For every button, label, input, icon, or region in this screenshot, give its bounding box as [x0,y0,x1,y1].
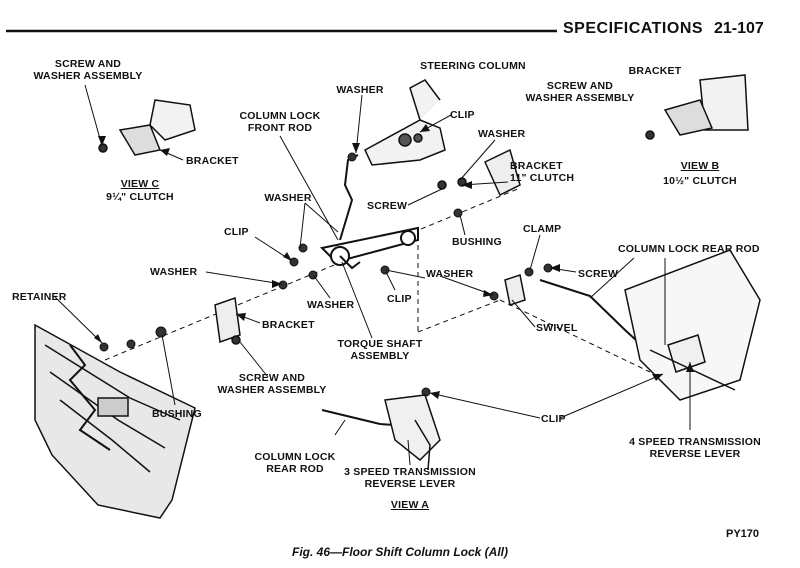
label-view-b-subtitle: 10½" CLUTCH [663,175,737,187]
label-swivel: SWIVEL [536,322,578,334]
label-retainer: RETAINER [12,291,67,303]
bracket-11-clutch [437,148,521,197]
label-bracket-lower: BRACKET [262,319,315,331]
label-clip-top: CLIP [450,109,475,121]
label-clip-left: CLIP [224,226,249,238]
label-washer-mid-right: WASHER [478,128,526,140]
label-washer-center: WASHER [426,268,474,280]
figure-reference: PY170 [726,528,760,540]
centerline [104,187,651,373]
front-rod [339,154,359,241]
label-screw-washer-lower: SCREW AND WASHER ASSEMBLY [217,372,327,396]
torque-shaft [319,226,419,270]
leader-lines [54,84,691,466]
label-bushing-right: BUSHING [452,236,502,248]
label-view-b-bracket: BRACKET [628,65,682,77]
label-column-lock-front-rod: COLUMN LOCK FRONT ROD [239,110,321,134]
label-bracket-11-clutch: BRACKET 11" CLUTCH [510,160,575,184]
view-a-assembly [321,394,441,471]
floor-panel [34,323,196,519]
page-number: 21-107 [714,20,764,37]
label-view-b-title: VIEW B [680,160,720,172]
label-clip-center: CLIP [387,293,412,305]
label-view-b-screw-washer: SCREW AND WASHER ASSEMBLY [525,80,635,104]
label-view-c-title: VIEW C [120,178,160,190]
label-screw-clamp: SCREW [578,268,619,280]
label-view-a-reverse-lever: 3 SPEED TRANSMISSION REVERSE LEVER [344,466,476,490]
view-c-bracket [98,99,196,156]
label-washer-top: WASHER [336,84,384,96]
label-view-c-subtitle: 9¼" CLUTCH [106,191,174,203]
label-washer-left: WASHER [264,192,312,204]
four-speed-lever [624,249,761,401]
label-torque-shaft: TORQUE SHAFT ASSEMBLY [337,338,423,362]
label-view-c-screw-washer: SCREW AND WASHER ASSEMBLY [33,58,143,82]
label-steering-column: STEERING COLUMN [420,60,526,72]
label-washer-row: WASHER [150,266,198,278]
section-title: SPECIFICATIONS [563,20,704,37]
label-washer-lower: WASHER [307,299,355,311]
view-b-bracket [645,74,749,140]
label-clip-bottom: CLIP [541,413,566,425]
label-clamp: CLAMP [523,223,562,235]
label-screw: SCREW [367,200,408,212]
swivel [504,274,526,306]
lower-bracket [214,296,241,345]
arrow-heads [94,124,694,399]
label-column-lock-rear-rod: COLUMN LOCK REAR ROD [618,243,760,255]
label-bushing-lower: BUSHING [152,408,202,420]
label-view-a-rear-rod: COLUMN LOCK REAR ROD [254,451,336,475]
label-view-a-title: VIEW A [390,499,430,511]
label-view-c-bracket: BRACKET [186,155,239,167]
label-4-speed-lever: 4 SPEED TRANSMISSION REVERSE LEVER [629,436,761,460]
figure-caption: Fig. 46—Floor Shift Column Lock (All) [292,545,508,559]
